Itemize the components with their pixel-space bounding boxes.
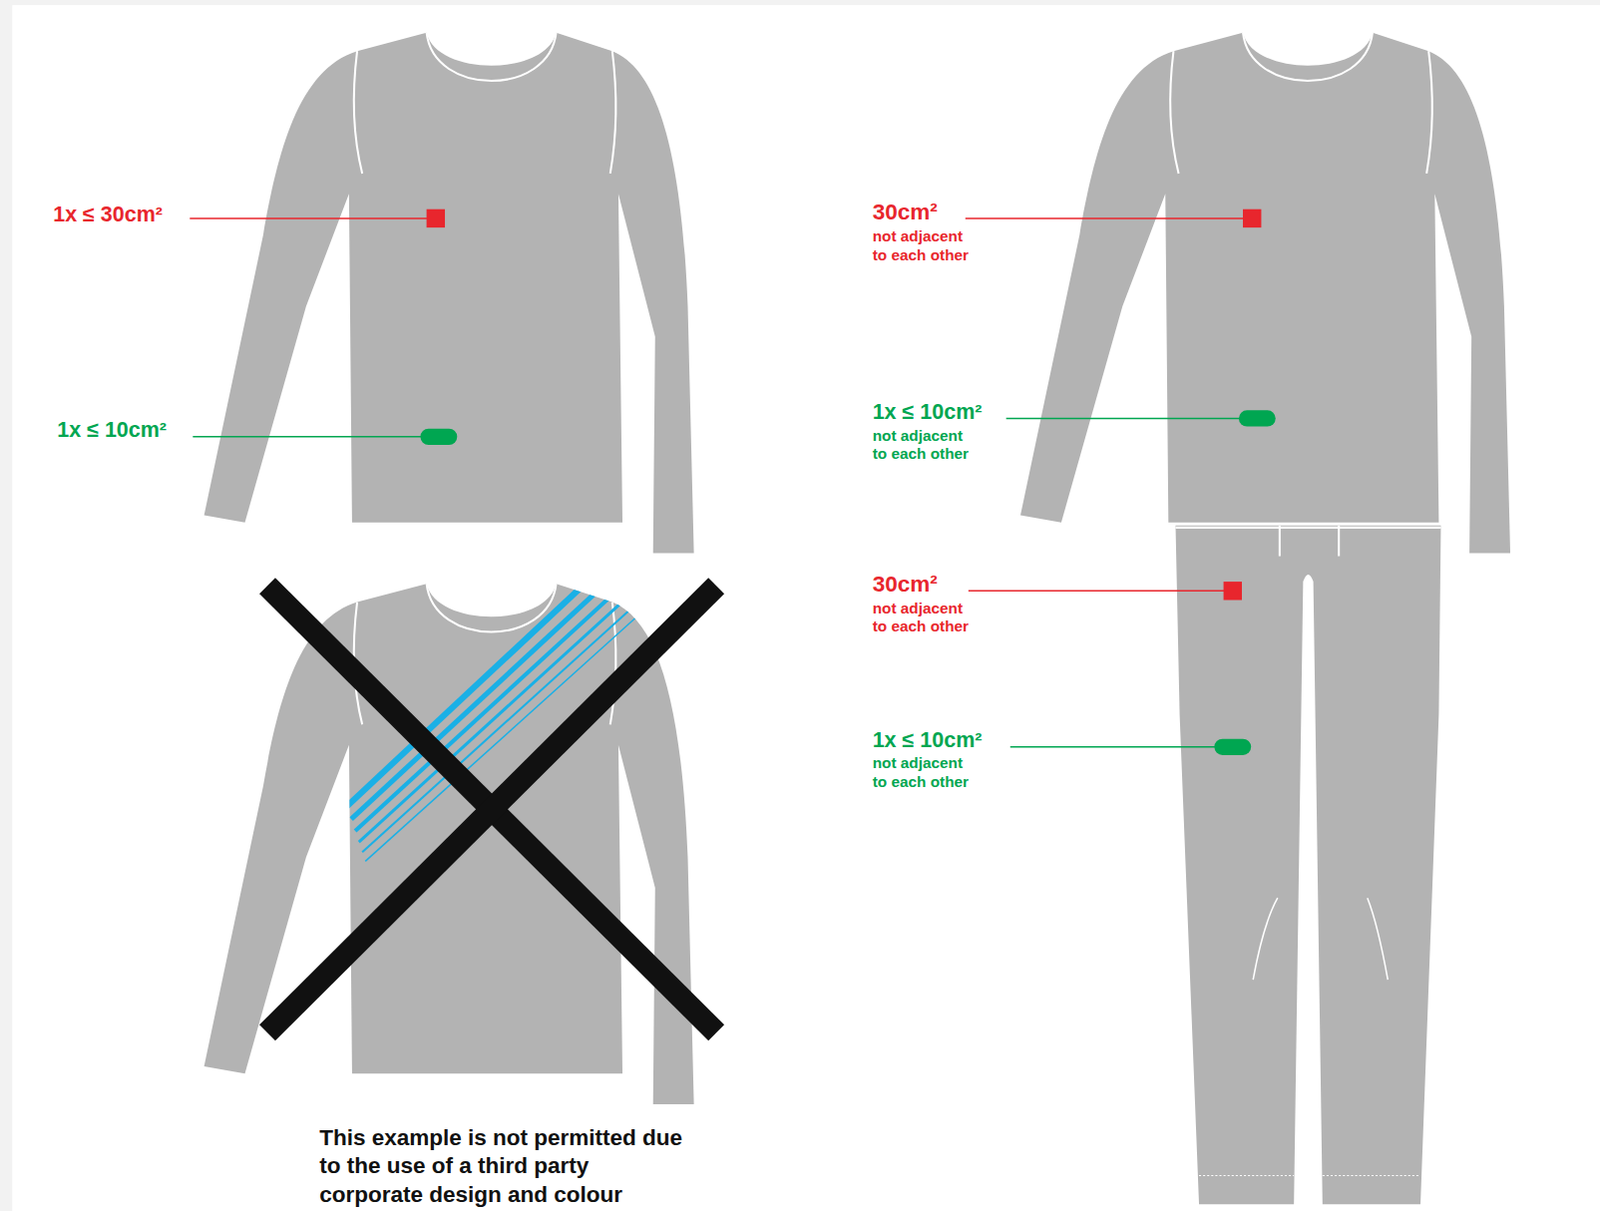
placement-note: not adjacent to each other (872, 227, 979, 265)
size-limit: 1x ≤ 10cm² (872, 726, 983, 753)
placement-note: not adjacent to each other (872, 754, 979, 792)
page-ground (11, 4, 1600, 1211)
knee-seam (1252, 897, 1388, 980)
sleeve-seam (1170, 50, 1179, 174)
size-limit: 30cm² (872, 198, 938, 226)
not-permitted-cross (267, 585, 717, 1033)
leader-line (968, 590, 1233, 593)
size-limit: 30cm² (872, 571, 938, 599)
logo-area-30 (1242, 209, 1261, 228)
not-permitted-cross (267, 585, 717, 1033)
logo-area-10 (1213, 739, 1251, 756)
sleeve-seam (610, 50, 617, 174)
size-limit: 1x ≤ 30cm² (52, 201, 163, 228)
logo-area-30 (1223, 581, 1242, 600)
sleeve-seam (1426, 50, 1433, 174)
waist-seam (1175, 526, 1441, 529)
placement-note: not adjacent to each other (872, 426, 979, 464)
size-limit: 1x ≤ 10cm² (872, 399, 983, 425)
leader-line (1010, 746, 1233, 749)
warning-note: This example is not permitted due to the… (319, 1123, 687, 1209)
shirt-body (1020, 32, 1511, 554)
leader-line (965, 217, 1252, 220)
shirt-body (204, 32, 695, 554)
logo-area-30 (426, 209, 445, 228)
leader-line (192, 435, 439, 438)
leader-line (189, 217, 436, 220)
waist-seam (1337, 525, 1340, 557)
logo-area-10 (419, 428, 457, 445)
long-sleeve-shirt (204, 32, 695, 554)
long-trousers (1175, 525, 1441, 1204)
leader-line (1006, 417, 1258, 420)
sleeve-seam (354, 50, 363, 174)
size-limit: 1x ≤ 10cm² (56, 415, 167, 442)
placement-note: not adjacent to each other (872, 599, 979, 637)
neck-seam (426, 32, 557, 81)
neck-seam (1242, 32, 1373, 81)
trousers-body (1175, 525, 1441, 1204)
cuff-seam (1199, 1175, 1419, 1177)
waist-seam (1278, 525, 1281, 557)
logo-area-10 (1238, 409, 1276, 426)
long-sleeve-shirt (1020, 32, 1511, 554)
